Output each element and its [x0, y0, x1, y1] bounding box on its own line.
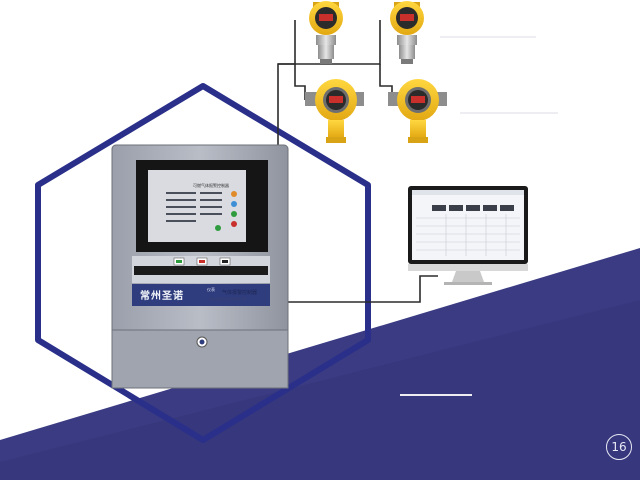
company-address: 常州圣诺仪表科技有限公司	[210, 297, 247, 301]
model-label: 气体报警控制器	[222, 290, 258, 296]
brand-name: 常州圣诺	[140, 291, 184, 302]
gas-sensor-icon	[309, 1, 343, 64]
explosion-proof-sensor-icon	[305, 79, 364, 143]
brand-suffix: 仪表	[207, 287, 215, 292]
caption-placeholders	[400, 36, 558, 396]
explosion-proof-sensor-icon	[388, 79, 447, 143]
controller-cabinet	[111, 144, 289, 389]
monitor-icon	[408, 186, 528, 285]
hexagon-outline	[35, 83, 371, 443]
lcd-title: 可燃气体报警控制器	[193, 183, 229, 188]
page-number: 16	[606, 434, 632, 460]
gas-sensor-icon	[390, 1, 424, 64]
lcd-screen-content	[166, 191, 237, 231]
navy-band-shade	[0, 300, 640, 480]
